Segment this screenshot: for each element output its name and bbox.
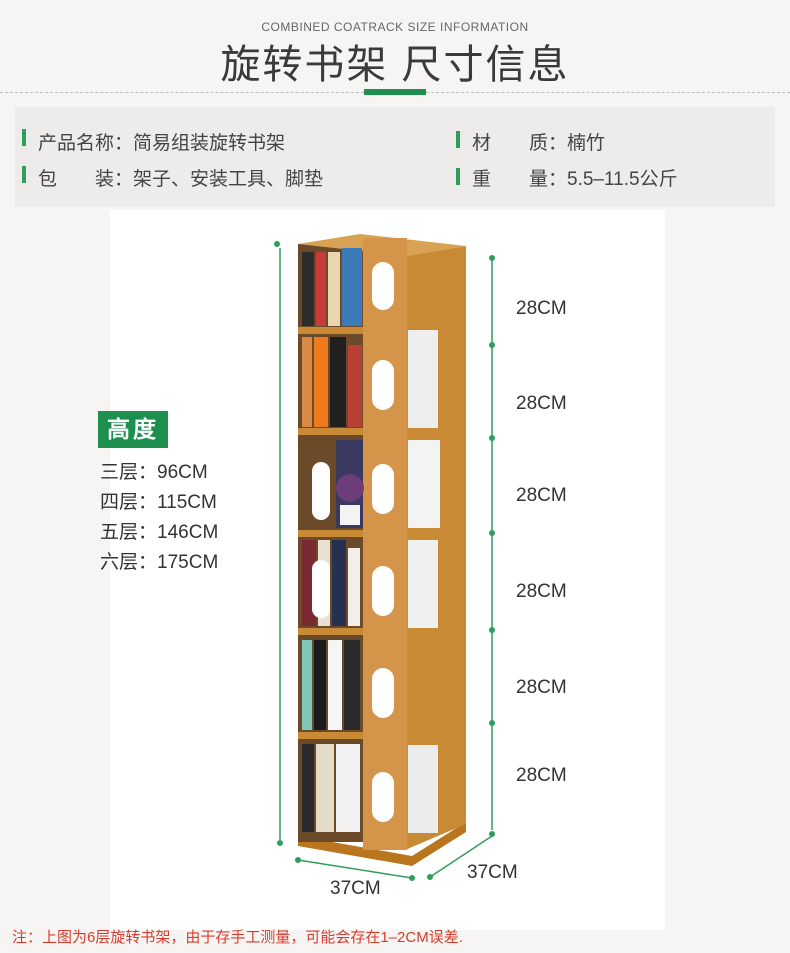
- disclaimer-note: 注：上图为6层旋转书架，由于存手工测量，可能会存在1–2CM误差.: [12, 929, 463, 946]
- side-cutout: [312, 560, 330, 618]
- shelf-dim-label: 28CM: [516, 581, 567, 602]
- shelf-base: [298, 822, 466, 866]
- info-name-label: 产品名称：: [38, 133, 134, 154]
- layer-value: 175CM: [157, 552, 219, 573]
- info-package-label: 包 装：: [38, 169, 134, 190]
- info-package-value: 架子、安装工具、脚垫: [133, 169, 324, 190]
- info-bullet: [456, 131, 460, 148]
- dimension-dot: [274, 241, 280, 247]
- plant-icon: [336, 474, 364, 502]
- header-accent-bar: [364, 89, 426, 95]
- shelf-dim-label: 28CM: [516, 298, 567, 319]
- info-weight-value: 5.5–11.5公斤: [567, 169, 678, 190]
- height-layer-row: 六层：175CM: [100, 547, 218, 574]
- width-dimension-line: [297, 859, 413, 879]
- info-row-material: 材 质：楠竹: [472, 128, 605, 155]
- info-bullet: [22, 166, 26, 183]
- side-cutout: [312, 462, 330, 520]
- depth-dimension-line: [429, 835, 493, 878]
- height-layer-row: 五层：146CM: [100, 517, 218, 544]
- post-cutouts: [372, 262, 394, 822]
- info-bullet: [22, 129, 26, 146]
- shelf-front-post: [363, 238, 407, 850]
- base-depth-label: 37CM: [467, 862, 518, 883]
- header-subtitle: COMBINED COATRACK SIZE INFORMATION: [261, 20, 529, 34]
- height-layer-row: 四层：115CM: [100, 487, 217, 514]
- info-row-package: 包 装：架子、安装工具、脚垫: [38, 164, 323, 191]
- info-bullet: [456, 168, 460, 185]
- layer-label: 五层：: [100, 522, 158, 543]
- shelf-dim-label: 28CM: [516, 393, 567, 414]
- product-info-panel: [15, 107, 775, 207]
- shelf-dim-label: 28CM: [516, 677, 567, 698]
- page-title: 旋转书架 尺寸信息: [220, 43, 570, 87]
- layer-value: 146CM: [157, 522, 219, 543]
- height-tag: 高度: [98, 411, 168, 448]
- layer-label: 四层：: [100, 492, 158, 513]
- layer-value: 115CM: [157, 492, 217, 513]
- height-layer-row: 三层：96CM: [100, 457, 208, 484]
- base-width-label: 37CM: [330, 878, 381, 899]
- shelf-dim-label: 28CM: [516, 485, 567, 506]
- info-material-value: 楠竹: [567, 133, 606, 154]
- shelf-dim-label: 28CM: [516, 765, 567, 786]
- layer-label: 三层：: [100, 462, 158, 483]
- layer-label: 六层：: [100, 552, 158, 573]
- info-weight-label: 重 量：: [472, 169, 568, 190]
- layer-value: 96CM: [157, 462, 208, 483]
- info-material-label: 材 质：: [472, 133, 568, 154]
- info-row-weight: 重 量：5.5–11.5公斤: [472, 164, 678, 191]
- shelf-dimension-markers: [489, 255, 495, 837]
- dimension-dot: [277, 840, 283, 846]
- shelf-boards: [298, 327, 406, 739]
- info-name-value: 简易组装旋转书架: [133, 133, 286, 154]
- info-row-name: 产品名称：简易组装旋转书架: [38, 128, 285, 155]
